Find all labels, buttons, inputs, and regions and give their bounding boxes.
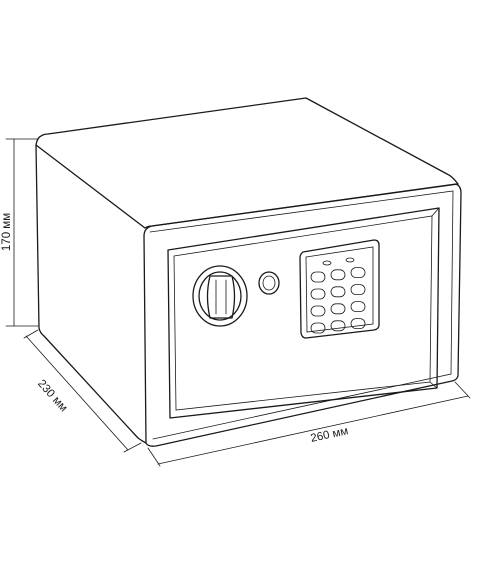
keypad-key [330,320,346,332]
keypad-inner-frame [305,246,374,333]
safe-front-face [143,183,462,447]
keypad-keys [310,267,366,334]
dimension-width-label: 260 мм [309,425,349,445]
safe-front-bevel [149,190,454,440]
safe-top-face [35,97,459,229]
dimension-height: 170 мм [1,138,39,327]
keypad-indicators [322,257,355,266]
dimension-depth-label: 230 мм [35,378,70,414]
keyhole [258,271,280,295]
dimension-depth: 230 мм [23,329,142,453]
keypad-key [310,288,326,300]
keypad-key [330,269,346,281]
safe-door-edge [429,207,440,389]
keypad-frame [299,239,380,339]
dimension-height-label: 170 мм [1,213,13,251]
keypad-key [350,318,366,330]
safe-door-inner [173,215,433,411]
dimension-width: 260 мм [147,381,471,467]
knob-handle [206,275,236,319]
safe-body [35,97,462,447]
keypad [299,239,380,339]
keypad-key [310,322,326,334]
keypad-key [350,301,366,313]
keypad-key [330,286,346,298]
rotary-knob [192,265,248,327]
keypad-key [310,305,326,317]
keypad-key [330,303,346,315]
keypad-key [310,271,326,283]
keypad-key [350,284,366,296]
keypad-key [350,267,366,279]
safe-left-face [35,144,147,444]
